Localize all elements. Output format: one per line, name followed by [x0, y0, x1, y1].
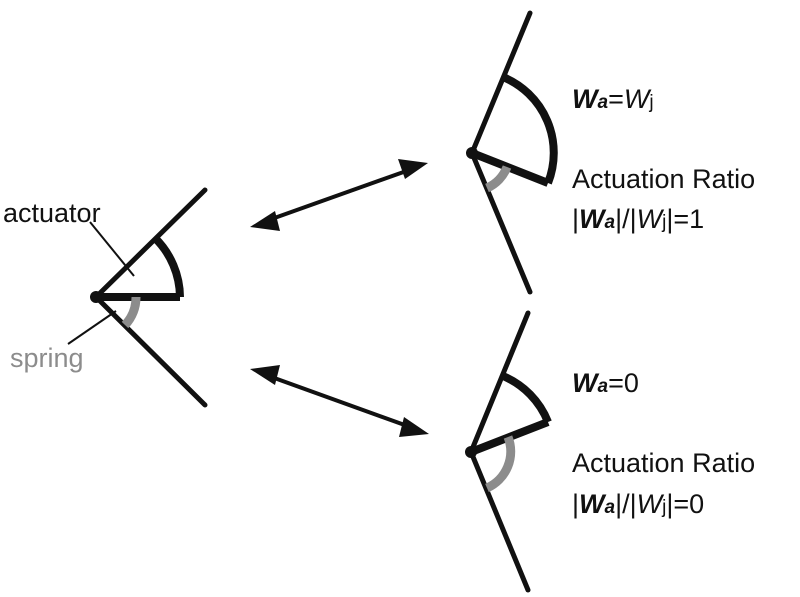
- top-joint-spring-arc: [484, 165, 512, 193]
- bottom-joint-link-lower: [468, 449, 531, 593]
- left-joint-actuator-arc: [152, 235, 184, 298]
- bottom-eq-a: a: [597, 376, 608, 397]
- bottom-labels: Wa=0 Actuation Ratio |Wa|/|Wj|=0: [572, 368, 755, 519]
- top-ratio-W: W: [579, 204, 607, 234]
- left-joint-link-upper: [93, 187, 208, 300]
- bottom-ratio-a: a: [605, 497, 616, 518]
- bottom-ratio-title: Actuation Ratio: [572, 448, 755, 478]
- bottom-ratio-value: |=0: [666, 489, 704, 519]
- arrow-to-bottom-head-right: [399, 417, 429, 437]
- bottom-joint: [465, 310, 552, 593]
- top-ratio-expression: |Wa|/|Wj|=1: [572, 204, 704, 234]
- left-joint-pivot: [90, 291, 102, 303]
- top-eq-rhs-sub: j: [648, 92, 653, 113]
- bottom-eq-rhs: =0: [608, 368, 639, 398]
- top-eq-a: a: [597, 92, 608, 113]
- top-joint-link-lower: [469, 150, 533, 295]
- actuator-label: actuator: [3, 198, 101, 228]
- bottom-ratio-W2: W: [637, 489, 665, 519]
- spring-label: spring: [10, 343, 84, 373]
- top-eq-rhs-W: W: [624, 84, 652, 114]
- spring-leader-line: [67, 310, 117, 345]
- arrow-to-top-head-left: [250, 211, 280, 231]
- bottom-joint-pivot: [465, 446, 477, 458]
- top-joint: [466, 10, 558, 295]
- bottom-eq-W: W: [572, 368, 600, 398]
- arrow-to-top-head-right: [398, 159, 428, 179]
- bottom-joint-actuator-arc: [501, 372, 552, 424]
- actuator-leader-line: [89, 221, 135, 277]
- top-ratio-sub: j: [661, 212, 666, 233]
- arrow-to-top: [250, 159, 428, 231]
- top-ratio-a: a: [605, 212, 616, 233]
- bottom-joint-spring-arc: [484, 435, 516, 493]
- top-equation: Wa=Wj: [572, 84, 654, 114]
- top-joint-pivot: [466, 147, 478, 159]
- bottom-equation: Wa=0: [572, 368, 639, 398]
- top-labels: Wa=Wj Actuation Ratio |Wa|/|Wj|=1: [572, 84, 755, 234]
- bottom-ratio-sub: j: [661, 497, 666, 518]
- top-ratio-title: Actuation Ratio: [572, 164, 755, 194]
- arrow-to-bottom: [250, 365, 429, 437]
- top-eq-W: W: [572, 84, 600, 114]
- left-joint: actuator spring: [3, 187, 208, 408]
- top-ratio-W2: W: [637, 204, 665, 234]
- bottom-joint-link-upper: [468, 310, 531, 455]
- arrow-to-bottom-head-left: [250, 365, 280, 385]
- bottom-ratio-W: W: [579, 489, 607, 519]
- top-joint-link-upper: [469, 10, 533, 156]
- left-joint-link-lower: [93, 294, 208, 408]
- left-joint-spring-arc: [121, 296, 141, 329]
- top-ratio-value: |=1: [666, 204, 704, 234]
- top-eq-rel: =: [608, 84, 624, 114]
- top-joint-actuator-arc: [501, 73, 558, 185]
- top-joint-actuator-base: [470, 149, 550, 187]
- bottom-ratio-expression: |Wa|/|Wj|=0: [572, 489, 704, 519]
